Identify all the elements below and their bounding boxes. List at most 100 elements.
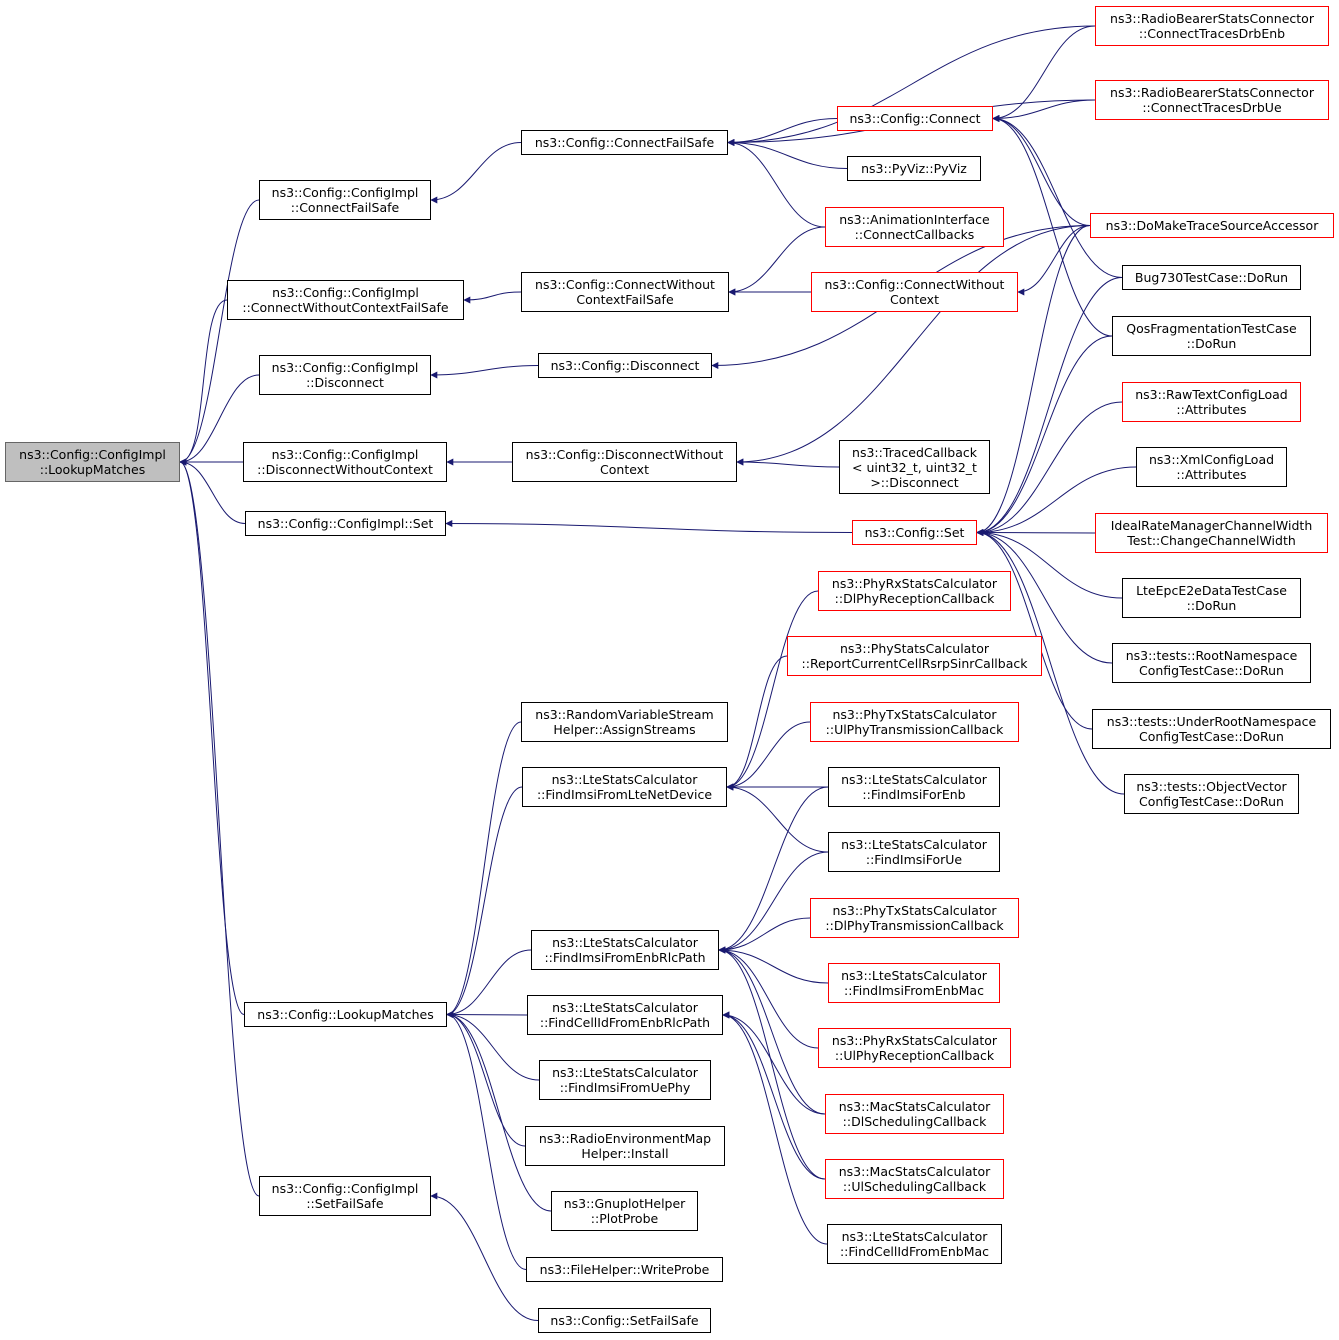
node-ltestatscalculator-findimsifromenbmac[interactable]: ns3::LteStatsCalculator::FindImsiFromEnb… bbox=[828, 963, 1000, 1003]
node-configimpl-connectwithoutcontextfailsafe[interactable]: ns3::Config::ConfigImpl::ConnectWithoutC… bbox=[227, 280, 464, 320]
node-label-line: ns3::Config::ConnectWithout bbox=[535, 277, 715, 292]
node-config-setfailsafe[interactable]: ns3::Config::SetFailSafe bbox=[538, 1308, 711, 1333]
node-label-line: ns3::RawTextConfigLoad bbox=[1135, 387, 1288, 402]
node-label-line: Helper::AssignStreams bbox=[553, 722, 696, 737]
node-label-line: Test::ChangeChannelWidth bbox=[1127, 533, 1296, 548]
node-label-line: ns3::tests::UnderRootNamespace bbox=[1106, 714, 1317, 729]
node-config-connect[interactable]: ns3::Config::Connect bbox=[837, 106, 993, 131]
node-label-line: ns3::Config::ConfigImpl bbox=[271, 1181, 419, 1196]
node-label-line: ns3::LteStatsCalculator bbox=[841, 837, 987, 852]
edge-lsc_findimsifromenbmac-to-lsc_findimsifromenbrlc bbox=[718, 946, 829, 984]
node-label-line: ns3::LteStatsCalculator bbox=[841, 1229, 988, 1244]
node-label-line: ns3::tests::ObjectVector bbox=[1136, 779, 1287, 794]
node-bug730testcase-dorun[interactable]: Bug730TestCase::DoRun bbox=[1122, 265, 1301, 290]
node-label-line: ::ConnectTracesDrbEnb bbox=[1138, 26, 1286, 41]
node-label-line: Helper::Install bbox=[581, 1146, 669, 1161]
node-configimpl-connectfailsafe[interactable]: ns3::Config::ConfigImpl::ConnectFailSafe bbox=[259, 180, 431, 220]
edge-c_connect-to-c_connectfailsafe bbox=[727, 118, 838, 146]
node-ltestatscalculator-findcellidfromenbrlcpath[interactable]: ns3::LteStatsCalculator::FindCellIdFromE… bbox=[527, 995, 723, 1035]
node-configimpl-setfailsafe[interactable]: ns3::Config::ConfigImpl::SetFailSafe bbox=[259, 1176, 431, 1216]
node-configimpl-lookupmatches: ns3::Config::ConfigImpl::LookupMatches bbox=[5, 442, 180, 482]
node-phystatscalculator-reportcurrentcellrsrpsinrcallback[interactable]: ns3::PhyStatsCalculator::ReportCurrentCe… bbox=[787, 636, 1042, 676]
edge-domaketrace-to-c_disconnectwithout bbox=[736, 225, 1091, 466]
node-ltestatscalculator-findimsifromltenetdevice[interactable]: ns3::LteStatsCalculator::FindImsiFromLte… bbox=[522, 767, 727, 807]
node-ltestatscalculator-findimsiforenb[interactable]: ns3::LteStatsCalculator::FindImsiForEnb bbox=[828, 767, 1000, 807]
node-label-line: ::DlPhyReceptionCallback bbox=[834, 591, 995, 606]
node-domaketracesourceaccessor[interactable]: ns3::DoMakeTraceSourceAccessor bbox=[1090, 213, 1334, 238]
node-qosfragmentationtestcase-dorun[interactable]: QosFragmentationTestCase::DoRun bbox=[1112, 316, 1311, 356]
node-label-line: Context bbox=[600, 462, 649, 477]
node-label-line: ns3::DoMakeTraceSourceAccessor bbox=[1105, 218, 1319, 233]
node-pyviz-pyviz[interactable]: ns3::PyViz::PyViz bbox=[847, 156, 981, 181]
edge-mac_ul-to-lsc_findcellidfromenbrlc bbox=[722, 1011, 826, 1180]
node-label-line: ns3::tests::RootNamespace bbox=[1125, 648, 1298, 663]
node-tracedcallback-disconnect[interactable]: ns3::TracedCallback< uint32_t, uint32_t>… bbox=[839, 440, 990, 494]
node-label-line: Bug730TestCase::DoRun bbox=[1134, 270, 1289, 285]
edge-anim_connectcallbacks-to-c_connectwithoutfs bbox=[728, 226, 826, 296]
node-phytxstatscalculator-dlphytransmissioncallback[interactable]: ns3::PhyTxStatsCalculator::DlPhyTransmis… bbox=[810, 898, 1019, 938]
edge-phystats_rsrp-to-lsc_findimsifromlte bbox=[726, 655, 788, 791]
node-label-line: ::Disconnect bbox=[306, 375, 384, 390]
edge-pyviz-to-c_connectfailsafe bbox=[727, 139, 848, 169]
node-label-line: ns3::LteStatsCalculator bbox=[841, 772, 987, 787]
edge-lsc_findimsifromenbrlc-to-c_lookupmatches bbox=[446, 949, 532, 1018]
edge-phytx_dl-to-lsc_findimsifromenbrlc bbox=[718, 917, 811, 954]
edge-rawtext-to-c_set bbox=[976, 401, 1123, 536]
node-ltestatscalculator-findimsifromenbrlcpath[interactable]: ns3::LteStatsCalculator::FindImsiFromEnb… bbox=[531, 930, 719, 970]
node-config-lookupmatches[interactable]: ns3::Config::LookupMatches bbox=[244, 1002, 447, 1027]
node-macstatscalculator-dlschedulingcallback[interactable]: ns3::MacStatsCalculator::DlSchedulingCal… bbox=[825, 1094, 1004, 1134]
node-label-line: ns3::LteStatsCalculator bbox=[552, 1065, 698, 1080]
node-animationinterface-connectcallbacks[interactable]: ns3::AnimationInterface::ConnectCallback… bbox=[825, 207, 1004, 247]
node-lteepce2edatatestcase-dorun[interactable]: LteEpcE2eDataTestCase::DoRun bbox=[1122, 578, 1301, 618]
node-label-line: ::UlPhyTransmissionCallback bbox=[825, 722, 1004, 737]
node-label-line: ns3::RadioEnvironmentMap bbox=[538, 1131, 712, 1146]
edge-domaketrace-to-c_connect bbox=[992, 115, 1091, 226]
node-label-line: ns3::PyViz::PyViz bbox=[861, 161, 967, 176]
node-label-line: ns3::Config::DisconnectWithout bbox=[525, 447, 724, 462]
node-phyrxstatscalculator-ulphyreceptioncallback[interactable]: ns3::PhyRxStatsCalculator::UlPhyReceptio… bbox=[818, 1028, 1011, 1068]
edge-idealrate-to-c_set bbox=[976, 529, 1096, 537]
node-ltestatscalculator-findcellidfromenbmac[interactable]: ns3::LteStatsCalculator::FindCellIdFromE… bbox=[827, 1224, 1002, 1264]
node-ltestatscalculator-findimsiforue[interactable]: ns3::LteStatsCalculator::FindImsiForUe bbox=[828, 832, 1000, 872]
node-label-line: ::ReportCurrentCellRsrpSinrCallback bbox=[801, 656, 1028, 671]
node-label-line: ns3::TracedCallback bbox=[852, 444, 977, 460]
node-label-line: ::DlSchedulingCallback bbox=[842, 1114, 987, 1129]
node-ltestatscalculator-findimsifromuephy[interactable]: ns3::LteStatsCalculator::FindImsiFromUeP… bbox=[539, 1060, 711, 1100]
node-label-line: ns3::LteStatsCalculator bbox=[552, 935, 698, 950]
node-configimpl-disconnect[interactable]: ns3::Config::ConfigImpl::Disconnect bbox=[259, 355, 431, 395]
node-filehelper-writeprobe[interactable]: ns3::FileHelper::WriteProbe bbox=[526, 1257, 723, 1282]
edge-qosfrag-to-c_connect bbox=[992, 115, 1113, 337]
node-configimpl-set[interactable]: ns3::Config::ConfigImpl::Set bbox=[245, 511, 446, 536]
node-radiobearerstatsconnector-connecttracesdrbenb[interactable]: ns3::RadioBearerStatsConnector::ConnectT… bbox=[1095, 6, 1329, 46]
node-macstatscalculator-ulschedulingcallback[interactable]: ns3::MacStatsCalculator::UlSchedulingCal… bbox=[825, 1159, 1004, 1199]
node-label-line: ns3::MacStatsCalculator bbox=[838, 1099, 991, 1114]
node-xmlconfigload-attributes[interactable]: ns3::XmlConfigLoad::Attributes bbox=[1136, 447, 1287, 487]
node-label-line: ns3::RadioBearerStatsConnector bbox=[1110, 11, 1314, 26]
node-config-disconnect[interactable]: ns3::Config::Disconnect bbox=[538, 353, 712, 378]
edge-ci_set-to-root bbox=[179, 458, 246, 524]
node-config-set[interactable]: ns3::Config::Set bbox=[852, 520, 977, 545]
node-config-connectfailsafe[interactable]: ns3::Config::ConnectFailSafe bbox=[521, 130, 728, 155]
edge-rvs_assign-to-c_lookupmatches bbox=[446, 721, 522, 1018]
node-label-line: ::FindImsiFromLteNetDevice bbox=[536, 787, 713, 802]
node-label-line: QosFragmentationTestCase bbox=[1126, 321, 1297, 336]
node-rawtextconfigload-attributes[interactable]: ns3::RawTextConfigLoad::Attributes bbox=[1122, 382, 1301, 422]
node-label-line: ::DoRun bbox=[1186, 336, 1237, 351]
edge-ci_disconnect-to-root bbox=[179, 374, 260, 466]
edge-rb_drbenb-to-c_connect bbox=[992, 25, 1096, 122]
node-phytxstatscalculator-ulphytransmissioncallback[interactable]: ns3::PhyTxStatsCalculator::UlPhyTransmis… bbox=[810, 702, 1019, 742]
node-configimpl-disconnectwithoutcontext[interactable]: ns3::Config::ConfigImpl::DisconnectWitho… bbox=[243, 442, 447, 482]
node-label-line: ::FindCellIdFromEnbRlcPath bbox=[539, 1015, 711, 1030]
node-radiobearerstatsconnector-connecttracesdrbue[interactable]: ns3::RadioBearerStatsConnector::ConnectT… bbox=[1095, 80, 1329, 120]
node-gnuplothelper-plotprobe[interactable]: ns3::GnuplotHelper::PlotProbe bbox=[551, 1191, 698, 1231]
node-phyrxstatscalculator-dlphyreceptioncallback[interactable]: ns3::PhyRxStatsCalculator::DlPhyReceptio… bbox=[818, 571, 1011, 611]
